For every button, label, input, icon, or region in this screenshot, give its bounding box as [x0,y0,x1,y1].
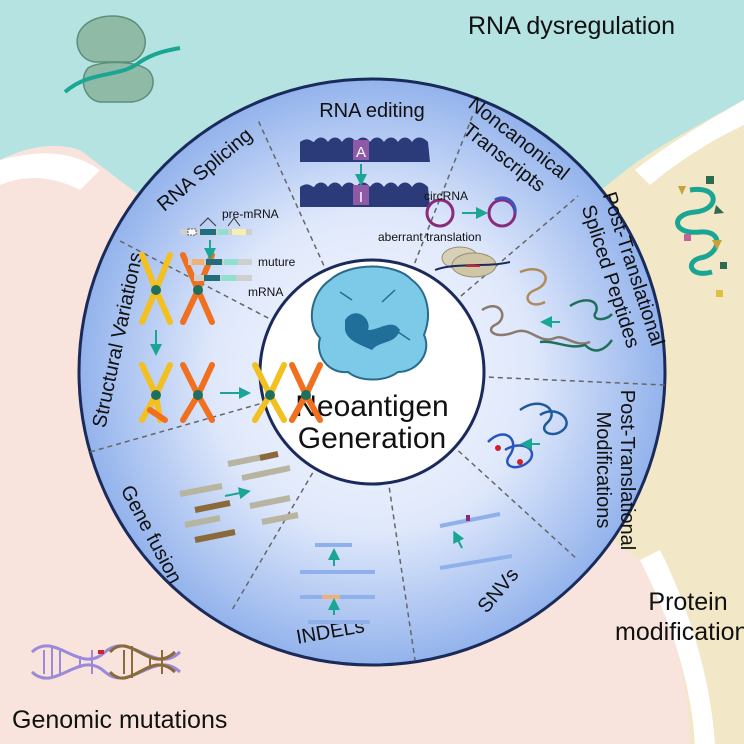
aberrant-translation-label: aberrant translation [378,230,481,244]
circrna-label: circRNA [424,189,468,203]
muture-label: muture [258,255,296,269]
rna-splicing-icon [180,217,252,281]
spliced-peptide-icon [481,268,614,352]
dna-helix-icon [30,644,182,680]
protein-label-line1: Protein [648,588,727,616]
structural-variation-icon [139,252,323,423]
snv-icon [439,512,513,570]
circrna-icon [425,196,517,278]
segment-ptm-line1: Post-Translational [616,390,638,550]
mrna-label: mRNA [248,285,283,299]
white-stripe-right [635,100,744,185]
protein-label-line2: modifications [615,618,744,646]
rna-editing-icon [300,137,430,207]
modified-protein-icon [675,176,727,297]
editing-letter-i: I [359,189,363,206]
white-stripe-bottom [640,550,715,744]
segment-rna-editing-label: RNA editing [319,100,425,122]
neoantigen-icon [310,265,429,381]
gene-fusion-icon [179,451,299,543]
pre-mrna-label: pre-mRNA [222,207,279,221]
ptm-icon [487,402,568,469]
rna-dysregulation-label: RNA dysregulation [468,12,675,40]
center-title-line2: Generation [298,422,446,455]
ribosome-icon [63,15,181,103]
editing-letter-a: A [356,144,366,161]
genomic-mutations-label: Genomic mutations [12,706,227,734]
indel-icon [300,543,375,624]
white-stripe-left [0,153,100,190]
segment-ptm-line2: Modifications [592,412,614,529]
